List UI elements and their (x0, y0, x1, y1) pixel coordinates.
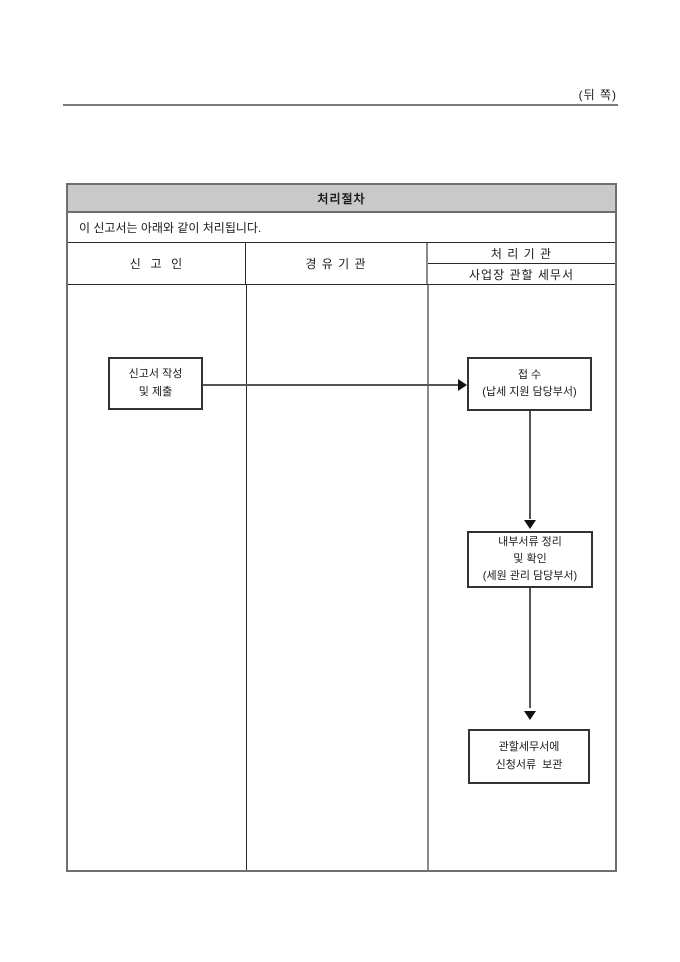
flow-box-receipt: 접 수 (납세 지원 담당부서) (467, 357, 592, 411)
flow-box-organize-confirm: 내부서류 정리 및 확인 (세원 관리 담당부서) (467, 531, 593, 588)
flow-box-archive: 관할세무서에 신청서류 보관 (468, 729, 590, 784)
arrow-organize-to-archive (529, 588, 531, 708)
processing-agency-sub-cell: 사업장 관할 세무서 (428, 264, 615, 284)
flow-box-line: 및 제출 (138, 385, 173, 398)
flow-box-line: 관할세무서에 (498, 741, 560, 754)
processing-agency-sub-label: 사업장 관할 세무서 (469, 267, 574, 282)
column-header-row: 신 고 인 경 유 기 관 처 리 기 관 사업장 관할 세무서 (68, 243, 615, 285)
flow-box-line: 접 수 (517, 368, 542, 381)
flowchart-area: 신고서 작성 및 제출 접 수 (납세 지원 담당부서) 내부서류 정리 및 확… (68, 285, 615, 870)
via-agency-label: 경 유 기 관 (305, 257, 367, 271)
table-title-cell: 처리절차 (68, 185, 615, 213)
column-divider-2 (427, 285, 429, 870)
arrow-receipt-to-organize (529, 411, 531, 519)
page-side-label: (뒤 쪽) (578, 88, 617, 102)
flow-box-line: 내부서류 정리 (498, 535, 562, 548)
column-divider-1 (246, 285, 247, 870)
arrowhead-right-icon (458, 379, 467, 391)
flow-box-line: 및 확인 (513, 552, 547, 565)
top-divider-line (63, 104, 618, 106)
column-header-processing-agency: 처 리 기 관 사업장 관할 세무서 (428, 243, 615, 284)
processing-agency-cell: 처 리 기 관 (428, 243, 615, 264)
arrowhead-down-icon (524, 711, 536, 720)
arrow-prepare-to-receipt (203, 384, 458, 386)
flow-box-line: (납세 지원 담당부서) (482, 386, 577, 398)
processing-agency-label: 처 리 기 관 (490, 246, 553, 261)
table-title: 처리절차 (317, 191, 366, 206)
flow-box-prepare-submit: 신고서 작성 및 제출 (108, 357, 203, 410)
intro-cell: 이 신고서는 아래와 같이 처리됩니다. (68, 213, 615, 243)
reporter-label: 신 고 인 (129, 257, 184, 271)
flow-box-line: (세원 관리 담당부서) (482, 570, 578, 583)
flow-box-line: 신고서 작성 (128, 368, 183, 381)
intro-text: 이 신고서는 아래와 같이 처리됩니다. (79, 221, 262, 235)
flow-box-line: 신청서류 보관 (495, 758, 563, 771)
column-header-reporter: 신 고 인 (68, 243, 246, 284)
arrowhead-down-icon (524, 520, 536, 529)
column-header-via-agency: 경 유 기 관 (246, 243, 428, 284)
processing-procedure-table: 처리절차 이 신고서는 아래와 같이 처리됩니다. 신 고 인 경 유 기 관 … (66, 183, 617, 872)
